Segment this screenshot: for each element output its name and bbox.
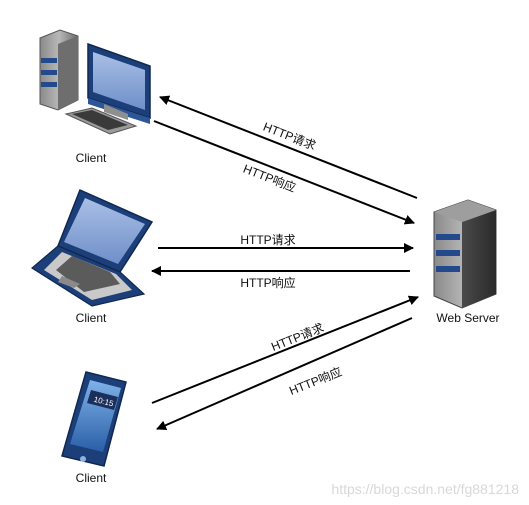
- laptop-request-label: HTTP请求: [240, 233, 295, 247]
- phone-client-label: Client: [76, 471, 107, 485]
- desktop-client-label: Client: [76, 151, 107, 165]
- phone-response-arrow: [156, 317, 413, 430]
- laptop-client-label: Client: [76, 311, 107, 325]
- desktop-client-icon: [39, 29, 151, 135]
- desktop-response-arrow: [153, 120, 415, 225]
- web-server-label: Web Server: [436, 311, 499, 325]
- laptop-response-label: HTTP响应: [240, 275, 295, 290]
- phone-client-icon: 10:15: [61, 371, 127, 467]
- desktop-request-arrow: [159, 95, 418, 199]
- laptop-client-icon: [30, 188, 154, 307]
- phone-request-arrow: [151, 295, 419, 404]
- watermark-text: https://blog.csdn.net/fg881218: [331, 481, 519, 497]
- web-server-icon: [433, 199, 497, 309]
